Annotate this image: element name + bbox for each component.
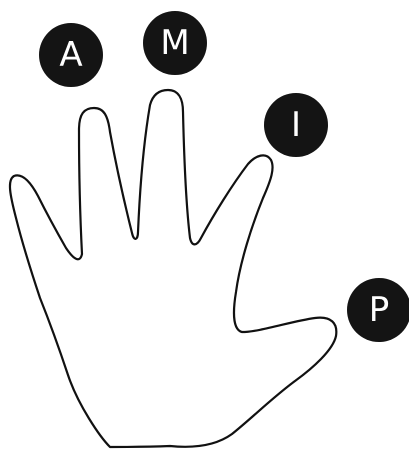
ring-finger-label: I [291, 105, 301, 145]
middle-finger-badge: M [143, 11, 207, 75]
pinky-finger-badge: P [347, 278, 409, 342]
pinky-finger-label: P [369, 290, 390, 330]
middle-finger-label: M [160, 23, 189, 63]
ring-finger-badge: I [264, 93, 328, 157]
index-finger-label: A [59, 35, 82, 75]
index-finger-badge: A [39, 23, 103, 87]
